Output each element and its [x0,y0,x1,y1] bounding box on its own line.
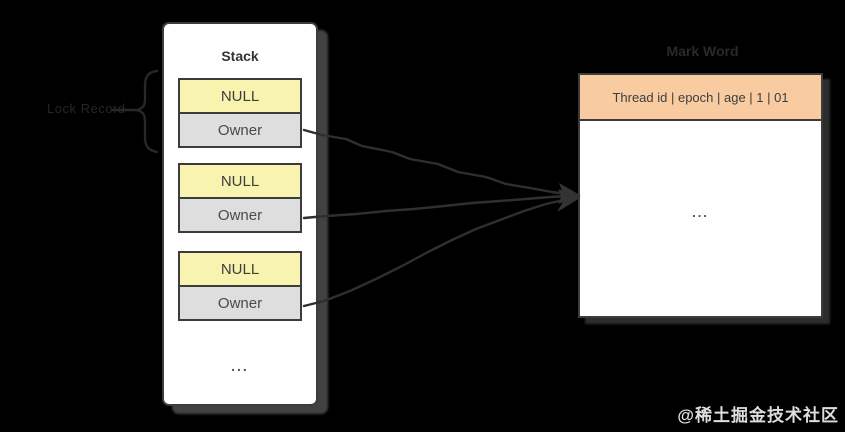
stack-title: Stack [221,48,259,64]
displaced-markword-cell: NULL [178,78,302,114]
lock-record-frame-1: NULL Owner [178,78,302,148]
object-title: Mark Word [666,43,739,59]
owner-cell: Owner [178,112,302,148]
arrowhead-icon [557,182,581,212]
watermark: @稀土掘金技术社区 [677,406,839,425]
stack-panel: Stack NULL Owner NULL Owner NULL Owner .… [162,22,318,406]
lock-record-frame-3: NULL Owner [178,251,302,321]
markword-header: Thread id | epoch | age | 1 | 01 [580,75,821,121]
displaced-markword-cell: NULL [178,163,302,199]
displaced-markword-cell: NULL [178,251,302,287]
stack-ellipsis: ... [231,358,249,374]
lock-record-label: Lock Record [47,101,126,116]
owner-cell: Owner [178,285,302,321]
object-ellipsis: ... [692,205,709,220]
pointer-arrow-lines [302,128,570,308]
object-table: Thread id | epoch | age | 1 | 01 ... [578,73,823,318]
owner-cell: Owner [178,197,302,233]
lock-record-frame-2: NULL Owner [178,163,302,233]
